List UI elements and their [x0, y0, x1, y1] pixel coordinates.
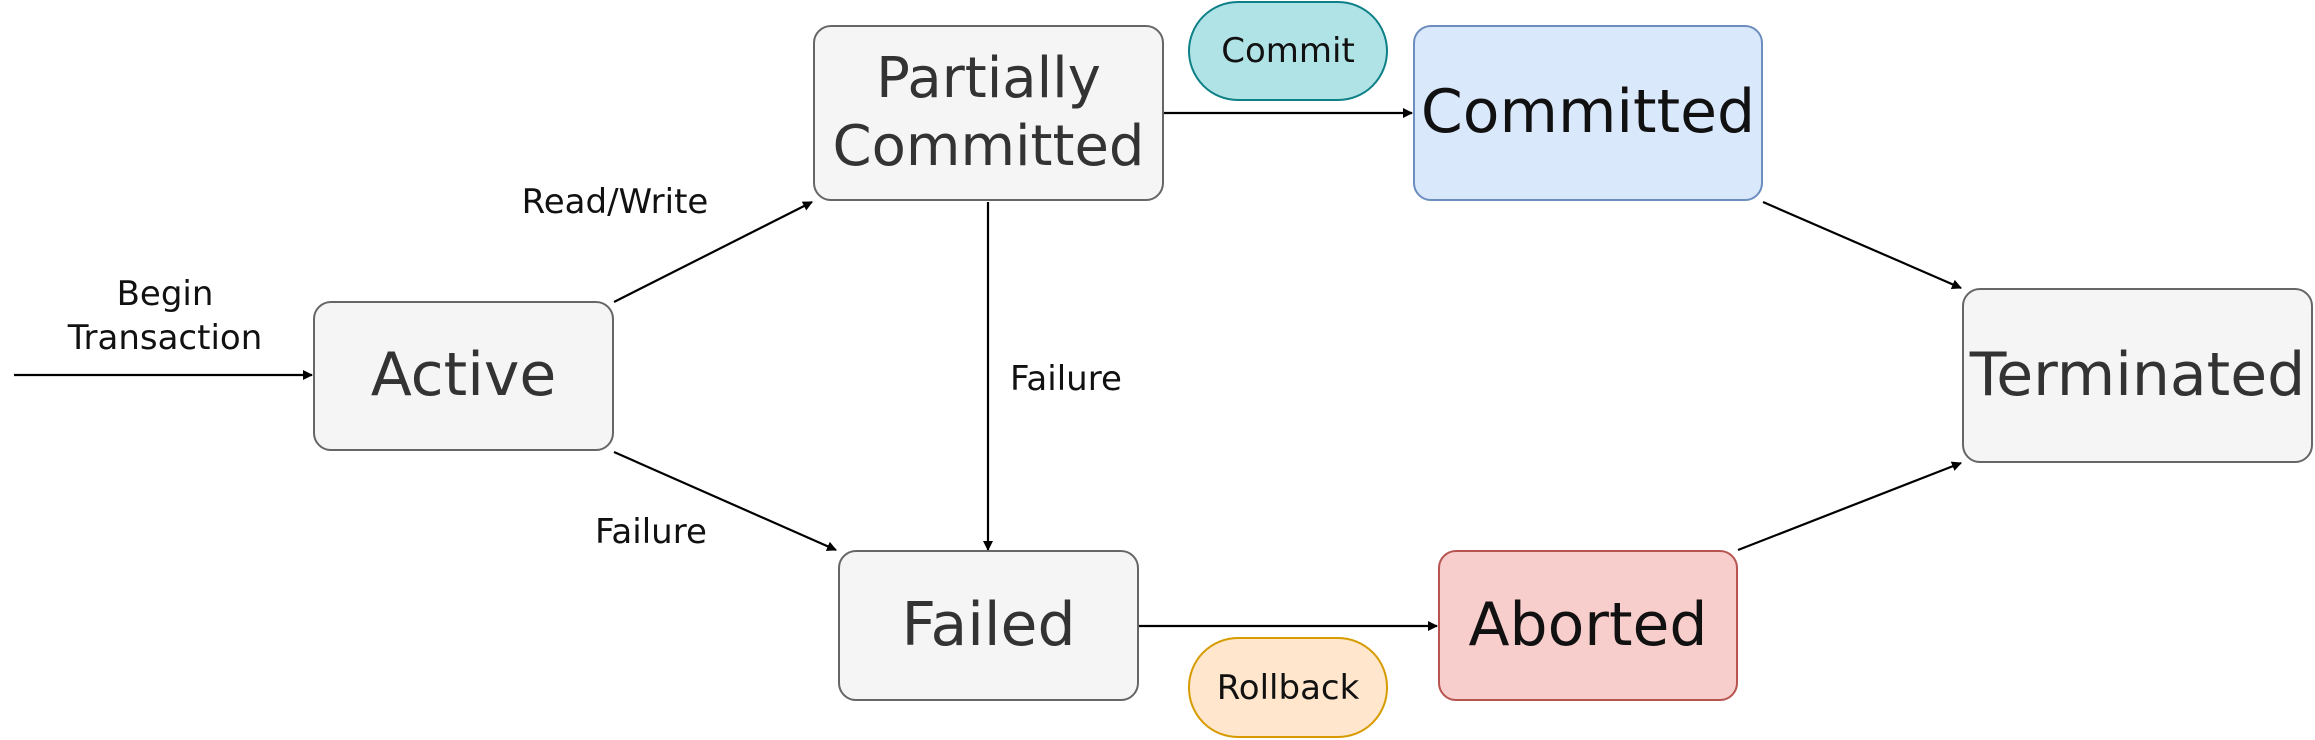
node-active: Active [313, 301, 614, 451]
edge-active-to-failed [613, 450, 837, 552]
node-partially-committed: Partially Committed [813, 25, 1164, 201]
node-failed: Failed [838, 550, 1139, 701]
edge-aborted-to-terminated [1737, 461, 1962, 552]
edge-active-to-partially-committed [613, 201, 813, 303]
label-failure-partial-to-failed: Failure [1010, 359, 1122, 399]
node-terminated: Terminated [1962, 288, 2313, 463]
edge-committed-to-terminated [1762, 200, 1962, 290]
node-committed: Committed [1413, 25, 1763, 201]
action-rollback: Rollback [1188, 637, 1388, 738]
node-aborted: Aborted [1438, 550, 1738, 701]
action-commit: Commit [1188, 1, 1388, 101]
label-begin-transaction: Begin Transaction [67, 274, 263, 359]
label-read-write: Read/Write [521, 182, 709, 222]
label-failure-active-to-failed: Failure [595, 512, 707, 552]
